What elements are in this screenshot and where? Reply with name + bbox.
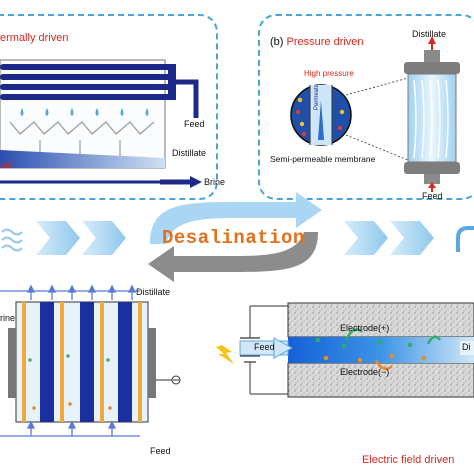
ed-brine-label: rine bbox=[0, 313, 16, 323]
thermal-distillate-label: Distillate bbox=[172, 148, 207, 158]
membrane-module bbox=[290, 36, 460, 192]
thermal-unit bbox=[0, 59, 202, 188]
pressure-feed-label: Feed bbox=[422, 191, 443, 201]
cdi-feed-label: Feed bbox=[254, 342, 275, 352]
thermal-feed-label: Feed bbox=[184, 119, 205, 129]
desalination-label: Desalination bbox=[162, 227, 305, 249]
tap-icon bbox=[456, 226, 474, 252]
membrane-label: Semi-permeable membrane bbox=[270, 154, 376, 164]
electrode-negative-label: Electrode(−) bbox=[340, 367, 390, 377]
upper-flow-arrow bbox=[150, 192, 322, 244]
ed-distillate-label: Distillate bbox=[136, 287, 171, 297]
electric-title: Electric field driven bbox=[362, 454, 455, 466]
pressure-panel bbox=[258, 14, 474, 200]
flow-chevrons bbox=[36, 221, 434, 255]
ed-feed-label: Feed bbox=[150, 446, 171, 456]
cdi-di-label: Di bbox=[462, 342, 471, 352]
electrode-positive-label: Electrode(+) bbox=[340, 323, 390, 333]
cdi-cell bbox=[216, 302, 474, 398]
high-pressure-label: High pressure bbox=[304, 69, 354, 78]
thermal-water-label: ater bbox=[0, 160, 16, 170]
pressure-title: (b) Pressure driven bbox=[270, 36, 364, 48]
pressure-title-text: Pressure driven bbox=[286, 36, 364, 48]
thermal-brine-label: Brine bbox=[204, 177, 226, 187]
electrodialysis-stack bbox=[0, 284, 181, 437]
pressure-title-prefix: (b) bbox=[270, 36, 287, 48]
thermal-panel bbox=[0, 14, 218, 200]
pressure-distillate-label: Distillate bbox=[412, 29, 447, 39]
permeate-label: Permeate bbox=[314, 83, 320, 110]
wave-icon bbox=[1, 228, 23, 252]
lower-flow-arrow bbox=[148, 232, 318, 282]
thermal-title: ermally driven bbox=[0, 32, 69, 44]
